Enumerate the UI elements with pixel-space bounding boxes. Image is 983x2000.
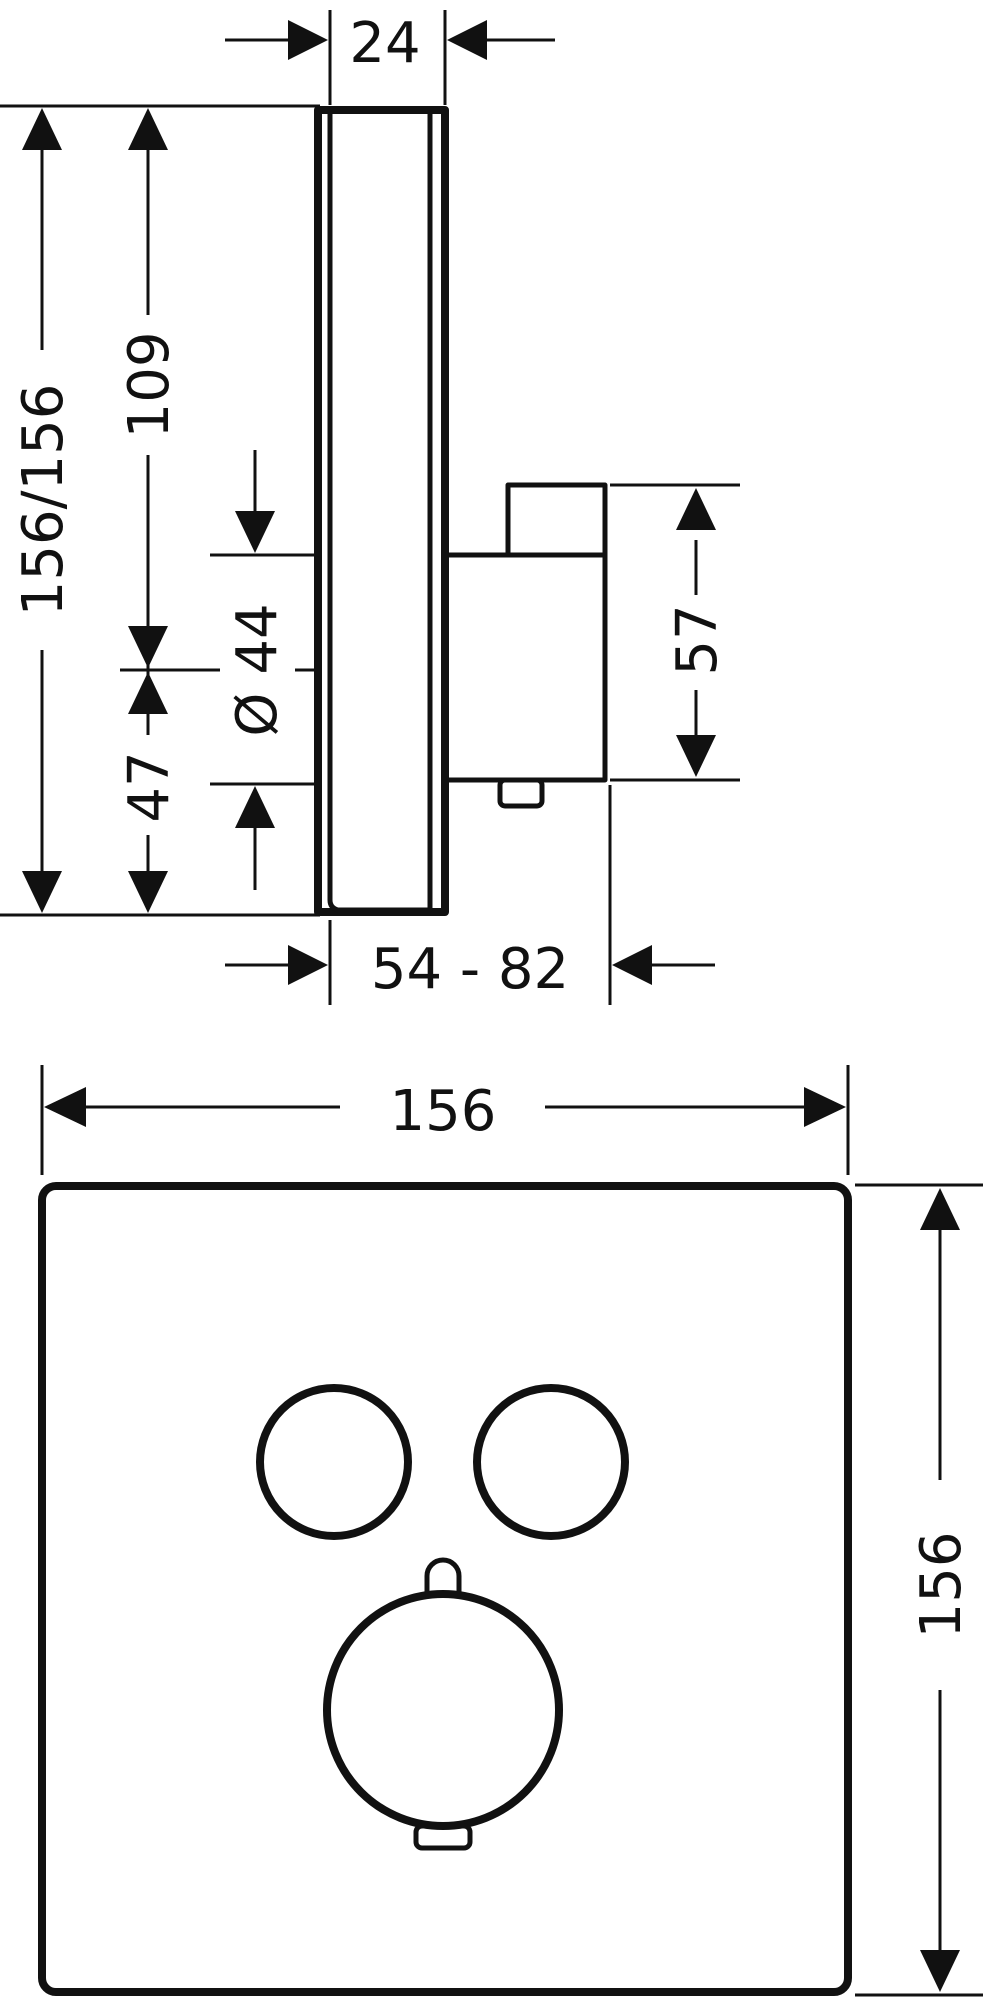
lower-height-label: 47	[117, 751, 182, 822]
arrow	[235, 786, 275, 828]
arrow	[235, 511, 275, 553]
push-button-right[interactable]	[473, 1384, 629, 1540]
arrow	[22, 871, 62, 913]
arrow	[288, 945, 328, 985]
overall-height-label: 156/156	[11, 384, 76, 617]
arrow	[44, 1087, 86, 1127]
thermostat-knob-stop	[413, 1823, 473, 1851]
arrow	[676, 735, 716, 777]
side-view: 24 156/156 109 47 Ø 44 57 54 -	[0, 10, 740, 1005]
arrow	[22, 108, 62, 150]
valve-body	[445, 482, 608, 783]
diameter-label: Ø 44	[225, 603, 290, 736]
arrow	[804, 1087, 846, 1127]
cover-plate-front	[38, 1182, 852, 1996]
front-height-label: 156	[909, 1532, 974, 1639]
arrow	[128, 108, 168, 150]
arrow	[128, 626, 168, 668]
arrow	[128, 871, 168, 913]
arrow	[676, 488, 716, 530]
arrow	[920, 1950, 960, 1992]
cover-plate-profile	[314, 106, 449, 916]
front-width-label: 156	[390, 1079, 497, 1144]
valve-outlet	[497, 777, 545, 809]
thermostat-knob-indicator	[424, 1557, 462, 1594]
arrow	[128, 672, 168, 714]
arrow	[447, 20, 487, 60]
front-view: 156 156	[38, 1065, 983, 1997]
box-height-label: 57	[665, 604, 730, 675]
arrow	[288, 20, 328, 60]
arrow	[612, 945, 652, 985]
thermostat-knob[interactable]	[323, 1590, 563, 1830]
arrow	[920, 1188, 960, 1230]
cover-plate-face-line	[327, 110, 433, 913]
upper-height-label: 109	[117, 332, 182, 439]
install-depth-label: 54 - 82	[371, 937, 569, 1002]
depth-label: 24	[349, 11, 420, 76]
push-button-left[interactable]	[256, 1384, 412, 1540]
